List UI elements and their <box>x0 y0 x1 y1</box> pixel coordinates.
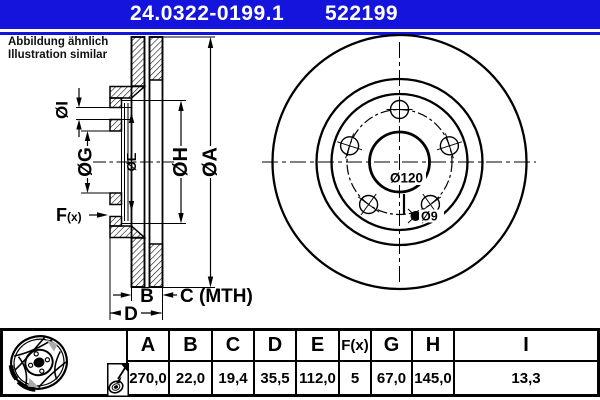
dim-label-h: ØH <box>170 147 192 177</box>
center-bore-circle <box>368 130 431 194</box>
dim-label-d: D <box>124 304 138 325</box>
note-line-de: Abbildung ähnlich <box>8 36 109 48</box>
dim-label-b: B <box>140 286 154 307</box>
value-d: 35,5 <box>255 362 297 394</box>
col-header-c: C <box>213 331 255 362</box>
article-number: 522199 <box>325 2 399 25</box>
col-header-fx: F(x) <box>340 331 372 362</box>
col-header-a: A <box>128 331 170 362</box>
outer-diameter-circle <box>271 33 528 291</box>
hat-diameter-circle <box>330 92 469 232</box>
dim-label-e: ØE <box>124 152 139 171</box>
product-icon-cell <box>3 331 129 397</box>
power-brake-disc-icon <box>8 335 68 392</box>
title-bar: 24.0322-0199.1 522199 <box>0 0 600 29</box>
col-header-i: I <box>455 331 597 362</box>
value-h: 145,0 <box>413 362 455 394</box>
value-fx: 5 <box>340 362 372 394</box>
dim-label-g: ØG <box>76 147 97 177</box>
dimension-lines <box>76 37 214 316</box>
bolt-circle-label: Ø120 <box>390 171 423 186</box>
col-header-d: D <box>255 331 297 362</box>
locating-hole-label: Ø9 <box>421 210 438 224</box>
value-e: 112,0 <box>297 362 340 394</box>
front-view: Ø120 Ø9 <box>262 33 536 291</box>
value-g: 67,0 <box>372 362 413 394</box>
catalog-number: 24.0322-0199.1 <box>130 2 285 25</box>
dim-label-f: F(x) <box>56 205 82 225</box>
hub-arrow-icon <box>107 363 129 397</box>
dim-label-i: ØI <box>53 101 72 119</box>
hat-structure-lines <box>76 36 215 320</box>
similarity-note: Abbildung ähnlich Illustration similar <box>8 36 108 62</box>
value-c: 19,4 <box>213 362 255 394</box>
note-line-en: Illustration similar <box>8 49 108 61</box>
spec-grid: A B C D E F(x) G H I 270,0 22,0 19,4 35,… <box>128 331 597 394</box>
col-header-e: E <box>297 331 340 362</box>
value-b: 22,0 <box>170 362 213 394</box>
cross-section-view: ØI ØG ØE ØH ØA F(x) B C (MTH) D <box>53 36 253 325</box>
col-header-g: G <box>372 331 413 362</box>
dim-label-a: ØA <box>200 147 222 177</box>
col-header-h: H <box>413 331 455 362</box>
col-header-b: B <box>170 331 213 362</box>
value-i: 13,3 <box>511 369 541 387</box>
dim-label-c: C (MTH) <box>180 286 253 307</box>
friction-band-circle <box>315 77 484 247</box>
header-divider <box>0 32 600 35</box>
spec-table: A B C D E F(x) G H I 270,0 22,0 19,4 35,… <box>0 328 600 397</box>
value-a: 270,0 <box>128 362 170 394</box>
